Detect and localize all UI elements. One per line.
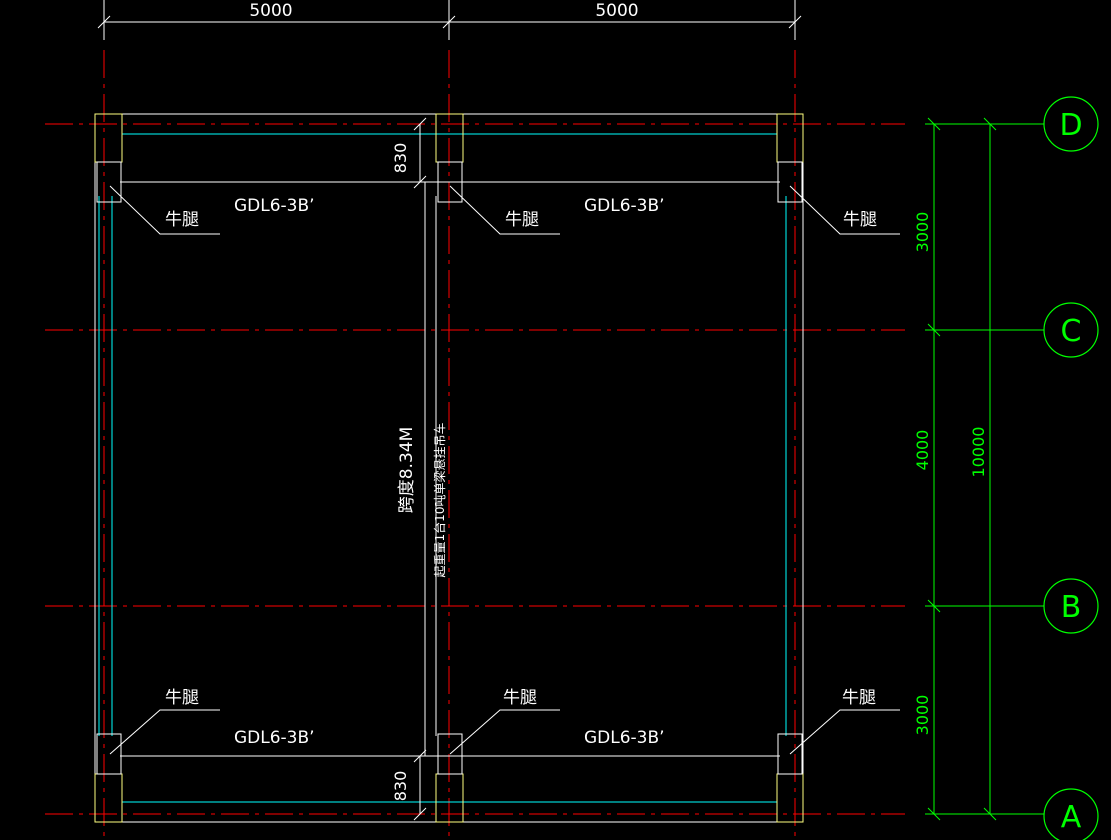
corbel-label-A3: 牛腿 bbox=[842, 688, 876, 708]
axis-lines bbox=[45, 50, 905, 840]
offset-dimension-top: 830 bbox=[391, 143, 410, 174]
right-dimension-2: 4000 bbox=[913, 430, 932, 471]
axis-bubble-label-D: D bbox=[1059, 108, 1082, 143]
axis-bubble-B bbox=[1043, 578, 1099, 634]
corbel-label-A1: 牛腿 bbox=[165, 688, 199, 708]
offset-dimension-bottom: 830 bbox=[391, 771, 410, 802]
corbel-D2 bbox=[437, 161, 463, 203]
column-D1 bbox=[94, 113, 123, 163]
right-dimension-chain bbox=[925, 117, 1044, 821]
corbel-A2 bbox=[437, 733, 463, 775]
column-D3 bbox=[776, 113, 804, 163]
top-dimension-1: 5000 bbox=[249, 1, 292, 21]
corbel-D1 bbox=[96, 161, 122, 203]
right-dimension-1: 3000 bbox=[913, 212, 932, 253]
axis-bubble-label-C: C bbox=[1061, 314, 1082, 349]
beam-label-top-right: GDL6-3B’ bbox=[584, 196, 665, 216]
axis-bubbles bbox=[1043, 96, 1099, 840]
column-A3 bbox=[776, 773, 804, 823]
corbel-label-D3: 牛腿 bbox=[843, 210, 877, 230]
top-dimension-chain bbox=[97, 0, 802, 40]
crane-note: 起重量1台10吨单梁悬挂吊车 bbox=[432, 423, 447, 578]
corbel-label-A2: 牛腿 bbox=[503, 688, 537, 708]
beam-label-bottom-right: GDL6-3B’ bbox=[584, 728, 665, 748]
beam-label-top-left: GDL6-3B’ bbox=[234, 196, 315, 216]
column-A1 bbox=[94, 773, 123, 823]
leader-lines bbox=[109, 185, 900, 755]
corbels bbox=[96, 161, 803, 775]
axis-bubble-D bbox=[1043, 96, 1099, 152]
span-text: 跨度8.34M bbox=[397, 427, 417, 514]
corbel-A3 bbox=[777, 733, 803, 775]
axis-bubble-label-A: A bbox=[1061, 800, 1082, 835]
right-dimension-total: 10000 bbox=[969, 427, 988, 478]
beam-label-bottom-left: GDL6-3B’ bbox=[234, 728, 315, 748]
axis-bubble-C bbox=[1043, 302, 1099, 358]
right-dimension-3: 3000 bbox=[913, 695, 932, 736]
corbel-label-D2: 牛腿 bbox=[505, 210, 539, 230]
corbel-label-D1: 牛腿 bbox=[165, 210, 199, 230]
axis-bubble-label-B: B bbox=[1061, 590, 1082, 625]
corbel-A1 bbox=[96, 733, 122, 775]
beam-lines bbox=[98, 133, 787, 803]
axis-bubble-A bbox=[1043, 788, 1099, 840]
top-dimension-2: 5000 bbox=[595, 1, 638, 21]
crane-beams bbox=[120, 117, 780, 821]
corbel-D3 bbox=[777, 161, 803, 203]
